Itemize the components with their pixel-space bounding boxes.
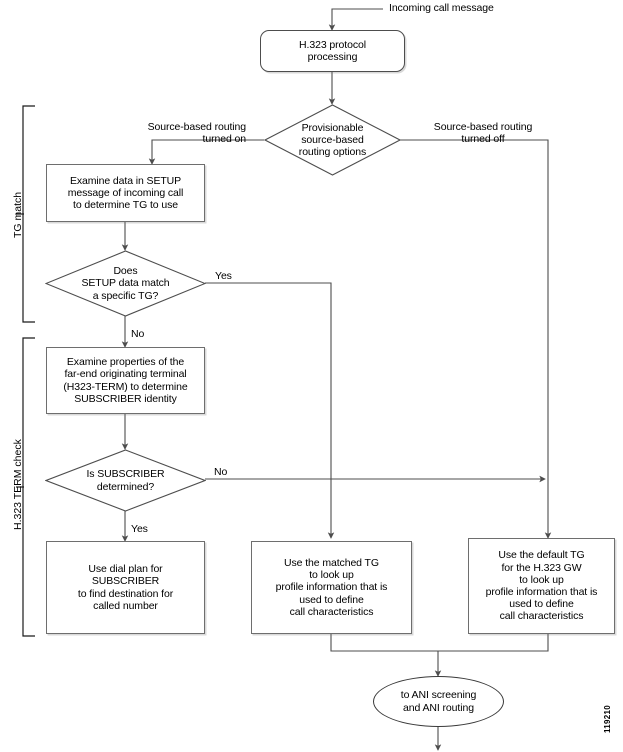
node-examine-far-end-properties[interactable]: Examine properties of the far-end origin… (46, 347, 205, 414)
figure-id-label: 119210 (603, 704, 612, 733)
node-subscriber-determined-decision-label: Is SUBSCRIBER determined? (86, 468, 165, 493)
incoming-call-message-label: Incoming call message (389, 2, 494, 14)
edge-label-subscriber-yes: Yes (131, 523, 148, 535)
edge-label-setup-match-yes: Yes (215, 270, 232, 282)
wire-matched-tg-join (330, 634, 438, 652)
node-setup-match-decision-label: Does SETUP data match a specific TG? (81, 265, 170, 302)
bracket-tg-match (22, 105, 35, 323)
node-h323-protocol-processing[interactable]: H.323 protocol processing (260, 30, 405, 72)
wire-provisionable-right (400, 139, 552, 539)
bracket-h323-term-check (22, 337, 35, 637)
node-examine-setup-data[interactable]: Examine data in SETUP message of incomin… (46, 164, 205, 222)
node-ani-screening-terminal[interactable]: to ANI screening and ANI routing (373, 676, 504, 727)
node-provisionable-routing-decision-label: Provisionable source-based routing optio… (298, 121, 367, 159)
wire-default-tg-join (438, 634, 549, 652)
wire-match-yes (205, 282, 335, 539)
node-use-default-tg[interactable]: Use the default TG for the H.323 GW to l… (468, 538, 615, 634)
edge-label-subscriber-no: No (214, 466, 228, 478)
node-subscriber-determined-decision[interactable]: Is SUBSCRIBER determined? (45, 449, 206, 512)
bracket-label-h323-term-check: H.323 TERM check (12, 439, 24, 530)
node-use-dial-plan[interactable]: Use dial plan for SUBSCRIBER to find des… (46, 541, 205, 634)
edge-label-setup-match-no: No (131, 328, 145, 340)
edge-label-source-based-on: Source-based routing turned on (147, 121, 247, 146)
node-setup-match-decision[interactable]: Does SETUP data match a specific TG? (45, 250, 206, 317)
node-use-matched-tg[interactable]: Use the matched TG to look up profile in… (251, 541, 412, 634)
wire-incoming-to-protocol (328, 8, 383, 31)
node-provisionable-routing-decision[interactable]: Provisionable source-based routing optio… (264, 104, 401, 176)
bracket-label-tg-match: TG match (12, 191, 24, 238)
edge-label-source-based-off: Source-based routing turned off (433, 121, 533, 146)
